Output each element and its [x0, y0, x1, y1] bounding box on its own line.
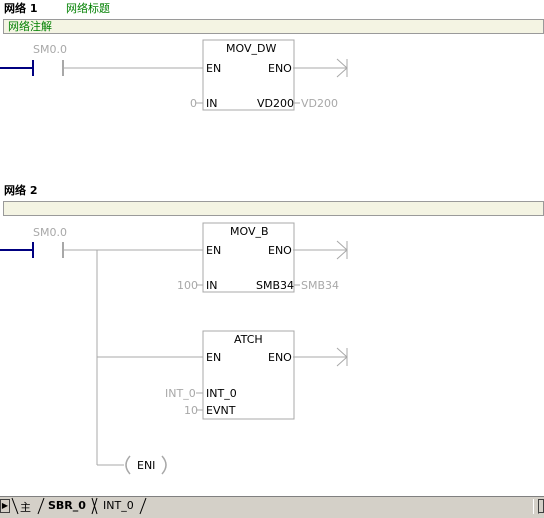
mov-b-out-value[interactable]: SMB34	[301, 279, 340, 292]
network-1-title[interactable]: 网络标题	[66, 2, 110, 15]
mov-b-en-pin: EN	[206, 244, 222, 257]
tab-scroll-right-button[interactable]: ▶	[0, 499, 10, 513]
mov-b-in-value[interactable]: 100	[177, 279, 198, 292]
atch-eno-pin: ENO	[268, 351, 292, 364]
network-2-contact-address[interactable]: SM0.0	[33, 226, 67, 239]
tab-main[interactable]: 主	[20, 501, 31, 514]
network-1-contact-address[interactable]: SM0.0	[33, 43, 67, 56]
atch-int-value[interactable]: INT_0	[165, 387, 196, 400]
mov-dw-box-name[interactable]: MOV_DW	[226, 42, 277, 55]
mov-dw-en-pin: EN	[206, 62, 222, 75]
network-2-header[interactable]: 网络 2	[0, 182, 544, 197]
atch-int-pin: INT_0	[206, 387, 237, 400]
tab-sbr-0[interactable]: SBR_0	[48, 499, 86, 512]
horizontal-scroll-left-button[interactable]	[538, 499, 544, 513]
mov-dw-in-pin: IN	[206, 97, 218, 110]
network-1-comment: 网络注解	[8, 20, 52, 33]
program-tab-bar: ▶ 主 SBR_0 INT_0	[0, 496, 544, 518]
network-2-comment-bar[interactable]	[3, 201, 544, 216]
mov-b-out-pin: SMB34	[256, 279, 295, 292]
mov-b-box-name[interactable]: MOV_B	[230, 225, 269, 238]
tab-separators	[11, 497, 147, 515]
atch-evnt-pin: EVNT	[206, 404, 236, 417]
atch-evnt-value[interactable]: 10	[184, 404, 198, 417]
triangle-right-icon: ▶	[1, 501, 9, 510]
eni-coil-label[interactable]: ENI	[137, 459, 156, 472]
mov-b-in-pin: IN	[206, 279, 218, 292]
atch-en-pin: EN	[206, 351, 222, 364]
network-1-label: 网络 1	[4, 2, 38, 15]
mov-dw-out-value[interactable]: VD200	[301, 97, 338, 110]
atch-box-name[interactable]: ATCH	[234, 333, 263, 346]
coil-right-paren	[161, 455, 167, 475]
mov-b-eno-pin: ENO	[268, 244, 292, 257]
mov-dw-box	[202, 39, 295, 111]
network-1-header[interactable]: 网络 1 网络标题	[0, 0, 544, 15]
atch-box	[202, 330, 295, 420]
network-1-ladder	[0, 39, 348, 111]
mov-dw-eno-pin: ENO	[268, 62, 292, 75]
mov-dw-out-pin: VD200	[257, 97, 294, 110]
mov-b-box	[202, 222, 295, 293]
network-2-label: 网络 2	[4, 184, 38, 197]
network-2-ladder	[0, 222, 348, 475]
mov-dw-in-value[interactable]: 0	[190, 97, 197, 110]
tab-int-0[interactable]: INT_0	[103, 499, 134, 512]
coil-left-paren	[125, 455, 131, 475]
network-1-comment-bar[interactable]: 网络注解	[3, 19, 544, 34]
